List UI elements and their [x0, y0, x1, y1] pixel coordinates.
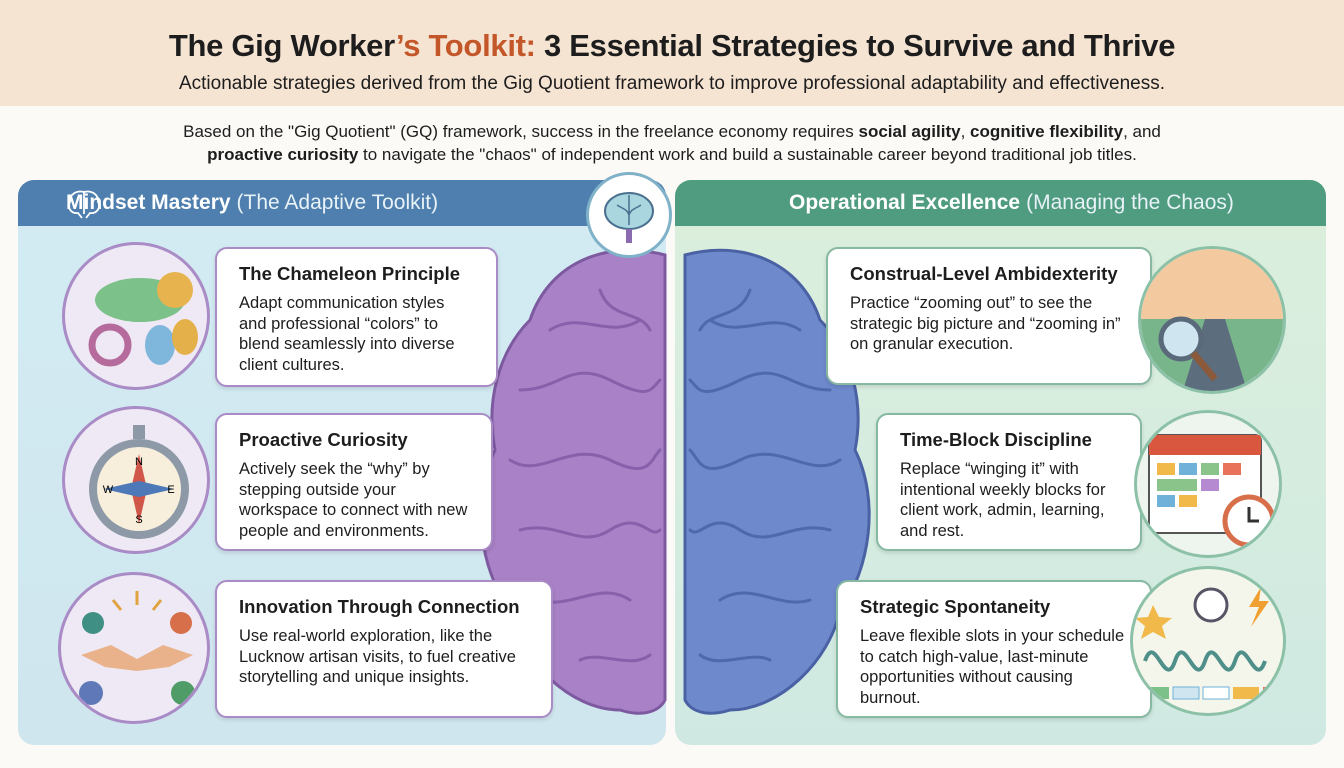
compass-illustration: N S E W [62, 406, 210, 554]
compass-e: E [167, 484, 174, 496]
handshake-illustration [58, 572, 210, 724]
page-subtitle: Actionable strategies derived from the G… [178, 73, 1166, 94]
card-construal-level-ambidexterity: Construal-Level Ambidexterity Practice “… [826, 247, 1152, 385]
zoom-illustration [1138, 246, 1286, 394]
header-band: The Gig Worker’s Toolkit: 3 Essential St… [0, 0, 1344, 106]
card-title: Innovation Through Connection [239, 596, 520, 617]
compass-w: W [103, 484, 114, 496]
brain-badge [586, 172, 672, 258]
mindset-header: Mindset Mastery(The Adaptive Toolkit) [18, 180, 666, 226]
compass-icon: N S E W [89, 425, 189, 539]
brain-right-hemisphere [683, 248, 871, 715]
card-body: Adapt communication styles and professio… [239, 294, 455, 374]
chameleon-illustration [62, 242, 210, 390]
calendar-clock-icon [1148, 434, 1276, 548]
card-title: Proactive Curiosity [239, 429, 408, 450]
card-time-block-discipline: Time-Block Discipline Replace “winging i… [876, 413, 1142, 551]
card-title: The Chameleon Principle [239, 263, 461, 284]
card-chameleon-principle: The Chameleon Principle Adapt communicat… [215, 247, 498, 387]
spring-star-clock-icon [1135, 587, 1283, 700]
brain-outline-icon [67, 190, 101, 219]
card-body: Practice “zooming out” to see the strate… [850, 294, 1121, 353]
card-proactive-curiosity: Proactive Curiosity Actively seek the “w… [215, 413, 493, 551]
card-title: Strategic Spontaneity [860, 596, 1051, 617]
card-body: Use real-world exploration, like the Luc… [239, 627, 516, 686]
page-title: The Gig Worker’s Toolkit: 3 Essential St… [168, 28, 1176, 63]
compass-s: S [135, 514, 142, 526]
card-body: Leave flexible slots in your schedule to… [860, 627, 1125, 707]
card-innovation-through-connection: Innovation Through Connection Use real-w… [215, 580, 553, 718]
card-body: Replace “winging it” with intentional we… [900, 460, 1106, 540]
intro-text: Based on the "Gig Quotient" (GQ) framewo… [183, 122, 1161, 164]
calendar-illustration [1134, 410, 1282, 558]
card-title: Construal-Level Ambidexterity [850, 263, 1118, 284]
handshake-icon [79, 591, 195, 705]
magnifier-road-icon [1141, 249, 1283, 391]
card-body: Actively seek the “why” by stepping outs… [239, 460, 468, 540]
card-strategic-spontaneity: Strategic Spontaneity Leave flexible slo… [836, 580, 1152, 718]
compass-n: N [135, 456, 143, 468]
spontaneity-illustration [1130, 566, 1286, 716]
chameleon-masks-icon [88, 272, 198, 367]
brain-icon [604, 192, 654, 243]
card-title: Time-Block Discipline [900, 429, 1092, 450]
operational-header: Operational Excellence(Managing the Chao… [675, 180, 1326, 226]
